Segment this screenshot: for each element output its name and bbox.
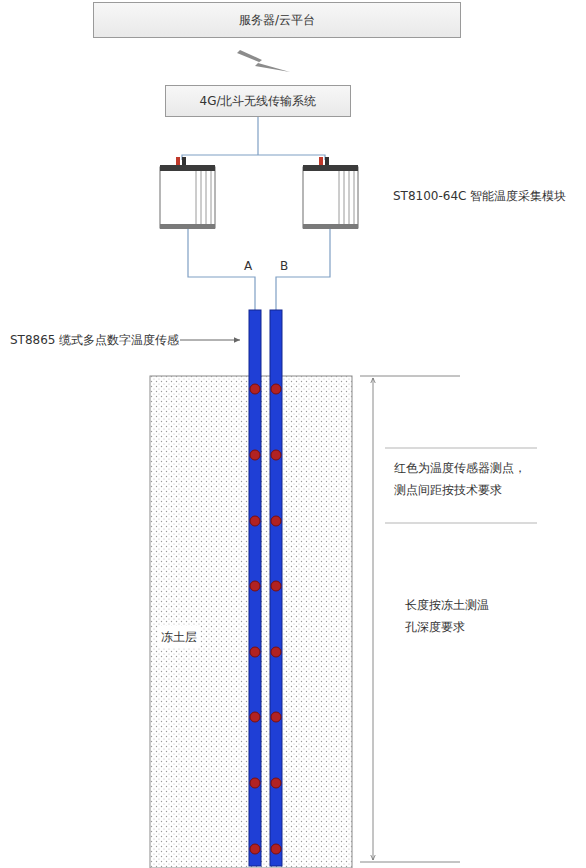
module-label: ST8100-64C 智能温度采集模块 — [393, 185, 566, 207]
wireless-symbol — [237, 50, 290, 72]
sensor-points — [250, 384, 281, 854]
note-text: 红色为温度传感器测点， 测点间距按技术要求 — [394, 457, 544, 501]
process-box: 服务器/云平台 — [93, 2, 461, 38]
sensor-point — [250, 581, 260, 591]
sensor-point — [250, 450, 260, 460]
sensor-cable — [249, 310, 261, 866]
box-label: 4G/北斗无线传输系统 — [192, 93, 325, 110]
channel-label: A — [244, 255, 252, 277]
channel-label: B — [280, 255, 288, 277]
box-label: 服务器/云平台 — [231, 12, 323, 29]
sensor-point — [250, 516, 260, 526]
sensor-point — [271, 844, 281, 854]
sensor-point — [271, 450, 281, 460]
acquisition-module — [160, 157, 215, 229]
sensor-point — [271, 581, 281, 591]
sensor-point — [250, 778, 260, 788]
layer-label: 冻土层 — [158, 626, 200, 648]
note-text: 长度按冻土测温 孔深度要求 — [405, 594, 505, 638]
dimension — [360, 376, 460, 862]
sensor-point — [250, 844, 260, 854]
sensor-point — [271, 384, 281, 394]
sensor-point — [271, 647, 281, 657]
sensor-point — [271, 712, 281, 722]
cable-label: ST8865 缆式多点数字温度传感 — [10, 329, 179, 351]
sensor-point — [271, 516, 281, 526]
process-box: 4G/北斗无线传输系统 — [165, 85, 351, 117]
sensor-point — [250, 712, 260, 722]
sensor-point — [250, 384, 260, 394]
acquisition-module — [303, 157, 358, 229]
sensor-point — [250, 647, 260, 657]
sensor-point — [271, 778, 281, 788]
leader-arrow — [180, 340, 240, 341]
sensor-cable — [270, 310, 282, 866]
